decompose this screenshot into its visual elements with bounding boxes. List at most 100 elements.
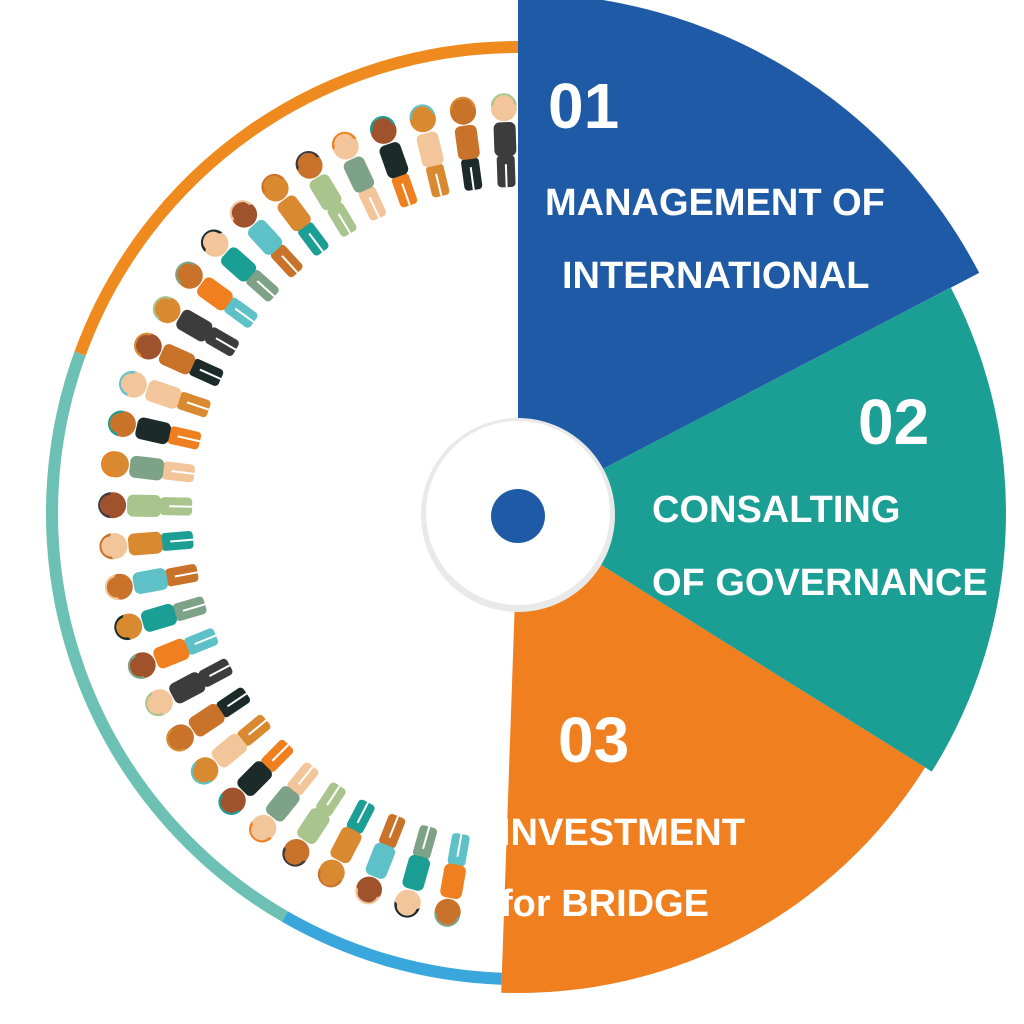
center-hub — [421, 418, 615, 612]
person-head — [154, 297, 181, 324]
person-leg-gap — [215, 337, 237, 351]
person-hair — [229, 200, 253, 222]
person-figure — [331, 131, 387, 221]
person-head — [101, 533, 128, 560]
rim-arc-orange — [74, 41, 519, 356]
segment-consalting[interactable]: 02 CONSALTING OF GOVERNANCE — [518, 287, 1006, 772]
person-hair — [282, 846, 307, 867]
person-figure — [190, 714, 271, 785]
person-leg-gap — [256, 280, 276, 298]
segment-label-management-line2: INTERNATIONAL — [562, 255, 870, 297]
person-figure — [449, 96, 483, 191]
person-figure — [282, 782, 346, 867]
person-head — [394, 889, 421, 916]
person-head — [231, 201, 258, 228]
person-leg-gap — [170, 538, 194, 543]
person-torso — [266, 786, 300, 822]
person-leg-gap — [271, 743, 290, 762]
person-hair — [200, 229, 223, 253]
person-figure — [229, 200, 303, 278]
person-hair — [394, 901, 420, 918]
person-hair — [449, 96, 476, 112]
person-leg-gap — [234, 307, 255, 323]
person-hair — [409, 104, 436, 121]
person-head — [116, 613, 143, 640]
person-torso — [145, 380, 182, 409]
segment-label-management-line1: MANAGEMENT OF — [545, 182, 885, 224]
person-leg-gap — [226, 692, 248, 708]
person-figure — [434, 833, 470, 927]
person-figure — [218, 739, 294, 815]
segment-wedge-management[interactable] — [518, 0, 980, 513]
person-leg-gap — [326, 785, 341, 806]
person-leg-gap — [356, 802, 369, 824]
person-figure — [166, 687, 251, 752]
person-leg-gap — [186, 401, 210, 411]
person-torso — [169, 672, 206, 704]
person-head — [167, 724, 194, 751]
person-leg-gap — [174, 571, 198, 578]
person-figure — [317, 799, 375, 888]
segment-wedge-investment[interactable] — [501, 513, 926, 993]
segment-wedge-consalting[interactable] — [518, 287, 1006, 772]
person-leg-gap — [456, 833, 463, 857]
person-head — [106, 573, 133, 600]
person-figure — [100, 451, 195, 483]
person-torso — [440, 863, 466, 899]
segment-label-consalting-line2: OF GOVERNANCE — [652, 562, 988, 604]
person-torso — [379, 142, 409, 179]
person-torso — [277, 195, 311, 232]
person-figure — [370, 116, 418, 208]
person-figure — [249, 762, 319, 843]
person-hair — [317, 868, 343, 888]
person-head — [318, 859, 345, 886]
person-leg-gap — [401, 183, 411, 206]
person-head — [409, 106, 436, 133]
rim-arc-blue — [282, 911, 502, 985]
person-hair — [261, 173, 285, 195]
person-hair — [166, 727, 187, 752]
person-head — [262, 175, 289, 202]
person-torso — [247, 219, 283, 255]
person-leg-gap — [182, 603, 206, 612]
person-figure — [490, 93, 517, 188]
segment-number-02: 02 — [858, 386, 929, 458]
person-head — [109, 411, 136, 437]
person-leg-gap — [297, 765, 314, 786]
person-torso — [197, 277, 233, 311]
person-hair — [295, 151, 320, 171]
person-leg-gap — [199, 368, 222, 380]
person-hair — [104, 574, 121, 601]
person-torso — [135, 417, 171, 445]
person-leg-gap — [171, 470, 195, 475]
person-torso — [365, 842, 396, 879]
person-figure — [261, 173, 329, 256]
person-head — [129, 652, 156, 679]
person-torso — [309, 174, 342, 211]
person-figure — [119, 371, 211, 418]
person-torso — [211, 733, 247, 768]
person-hair — [175, 261, 196, 286]
person-torso — [454, 124, 480, 160]
person-head — [283, 839, 310, 865]
person-head — [296, 152, 323, 179]
person-figure — [175, 261, 258, 328]
person-hair — [218, 792, 241, 815]
person-head — [192, 757, 219, 784]
person-torso — [129, 455, 165, 481]
person-hair — [114, 614, 131, 641]
person-leg-gap — [281, 255, 299, 274]
person-leg-gap — [422, 826, 431, 850]
person-head — [146, 689, 173, 716]
person-leg-gap — [177, 435, 201, 443]
segment-investment[interactable]: 03 INVESTMENT for BRIDGE — [500, 513, 926, 993]
person-torso — [127, 494, 162, 518]
segment-management[interactable]: 01 MANAGEMENT OF INTERNATIONAL — [518, 0, 980, 513]
person-head — [176, 262, 203, 289]
segment-label-consalting-line1: CONSALTING — [652, 489, 900, 531]
person-torso — [402, 854, 431, 891]
person-head — [135, 333, 162, 360]
person-hair — [100, 451, 116, 478]
person-leg-gap — [469, 167, 475, 191]
person-figure — [114, 596, 207, 641]
